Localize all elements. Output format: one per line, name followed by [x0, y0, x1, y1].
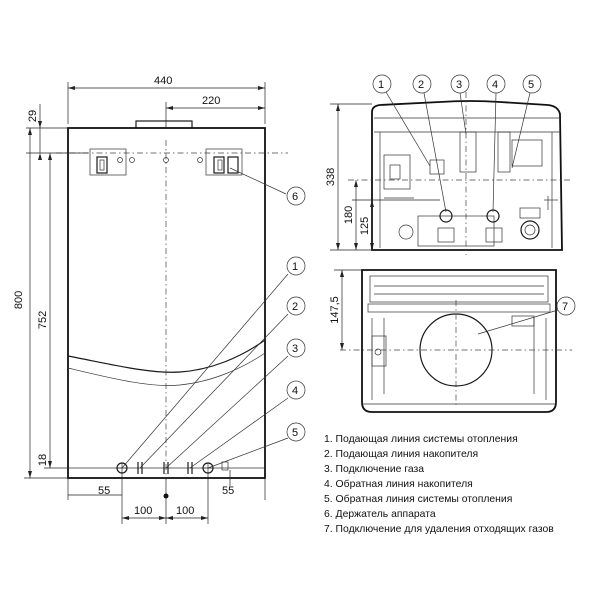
svg-text:4: 4 — [292, 385, 298, 397]
front-panel-curve — [67, 339, 266, 373]
callout-3-top: 3 — [450, 74, 470, 135]
dim-width-half: 220 — [165, 95, 265, 128]
svg-text:2: 2 — [292, 301, 298, 313]
dim-bottom-row: 55 100 100 55 — [67, 470, 266, 524]
top-view: 147,5 7 — [329, 269, 576, 413]
legend: 1. Подающая линия системы отопления 2. П… — [324, 434, 554, 535]
dim-height-holder-label: 752 — [37, 311, 49, 329]
callout-4-front: 4 — [189, 380, 306, 469]
front-body — [67, 127, 266, 479]
dim-top-offset: 29 — [26, 104, 88, 160]
dim-spacing-a-label: 100 — [134, 505, 152, 517]
dim-side-total: 338 — [325, 103, 372, 251]
dim-width-total: 440 — [67, 75, 266, 124]
svg-text:6: 6 — [292, 191, 298, 203]
callout-2-top: 2 — [412, 74, 447, 213]
holder-left — [89, 148, 135, 176]
dim-bottom-view-label: 147,5 — [329, 296, 341, 324]
front-panel-curve-inner — [67, 352, 266, 386]
svg-text:7: 7 — [562, 301, 568, 313]
legend-item-6: 6. Держатель аппарата — [324, 509, 436, 520]
legend-item-1: 1. Подающая линия системы отопления — [324, 434, 518, 445]
svg-text:2: 2 — [418, 79, 424, 91]
svg-text:5: 5 — [528, 79, 534, 91]
dim-width-half-label: 220 — [202, 95, 220, 107]
dim-left-pipe-label: 55 — [98, 485, 110, 497]
callout-5-top: 5 — [511, 74, 542, 169]
svg-text:5: 5 — [292, 427, 298, 439]
dim-height-holder: 752 — [37, 153, 68, 469]
dim-bottom-offset-label: 18 — [37, 454, 49, 466]
svg-text:4: 4 — [492, 79, 498, 91]
legend-item-4: 4. Обратная линия накопителя — [324, 478, 473, 490]
dim-top-offset-label: 29 — [27, 110, 39, 122]
legend-item-2: 2. Подающая линия накопителя — [324, 449, 478, 460]
svg-text:3: 3 — [456, 79, 462, 91]
holder-right — [163, 148, 243, 176]
svg-text:1: 1 — [378, 79, 384, 91]
svg-text:3: 3 — [292, 343, 298, 355]
callout-4-top: 4 — [486, 74, 506, 213]
dim-bottom-offset: 18 — [37, 454, 49, 466]
dim-height-total-label: 800 — [13, 291, 25, 309]
dim-side-180: 180 — [343, 180, 358, 250]
callout-3-front: 3 — [165, 338, 306, 469]
dim-side-125-label: 125 — [359, 217, 371, 235]
connection-view: 338 180 125 1 2 3 — [325, 74, 570, 255]
callout-2-front: 2 — [139, 296, 306, 469]
dim-width-total-label: 440 — [154, 75, 172, 87]
legend-item-7: 7. Подключение для удаления отходящих га… — [324, 524, 554, 535]
front-view: 440 220 29 800 — [13, 75, 306, 524]
legend-item-3: 3. Подключение газа — [324, 464, 424, 475]
callout-6: 6 — [229, 167, 306, 206]
dim-side-total-label: 338 — [325, 168, 337, 186]
dim-bottom-view: 147,5 — [329, 269, 362, 350]
legend-item-5: 5. Обратная линия системы отопления — [324, 493, 512, 505]
dim-spacing-b-label: 100 — [176, 505, 194, 517]
dim-height-total: 800 — [13, 128, 68, 479]
callout-7: 7 — [477, 296, 576, 335]
dim-right-pipe-label: 55 — [222, 485, 234, 497]
svg-text:1: 1 — [292, 261, 298, 273]
connection-view-body — [371, 100, 563, 251]
callout-1-top: 1 — [372, 74, 431, 167]
dim-side-125: 125 — [352, 199, 440, 250]
callout-5-front: 5 — [207, 422, 306, 469]
callout-1-front: 1 — [121, 256, 306, 469]
dim-side-180-label: 180 — [343, 206, 355, 224]
